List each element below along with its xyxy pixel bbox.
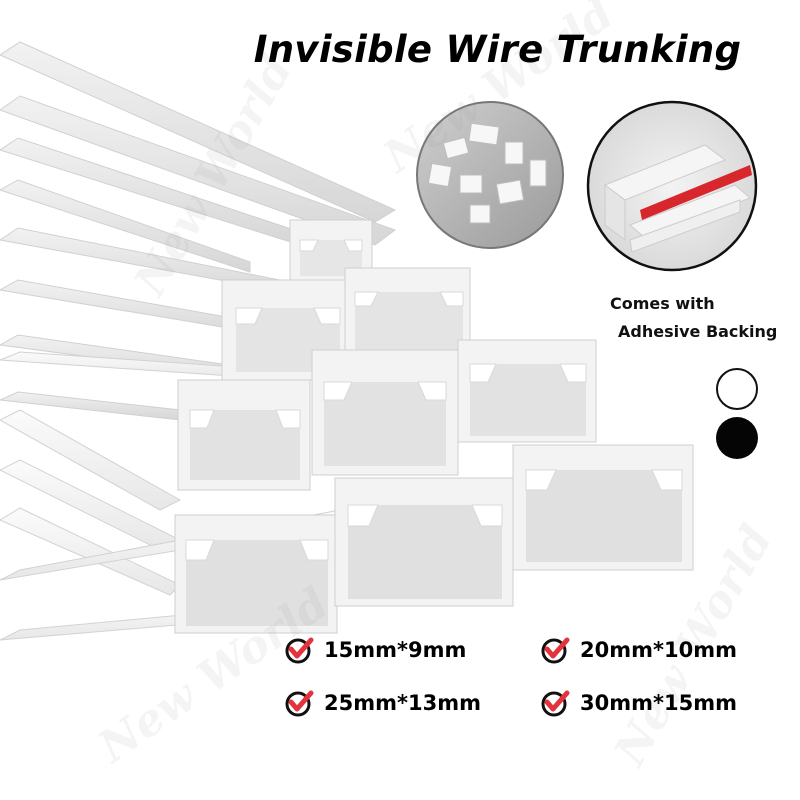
channel-profiles [174,219,694,634]
trunking-accessories-icon [416,101,564,249]
size-label: 30mm*15mm [580,691,737,715]
channel-end-4 [177,379,311,491]
size-option-1[interactable]: 15mm*9mm [284,634,466,666]
checkbox-check-icon [285,690,314,717]
size-label: 25mm*13mm [324,691,481,715]
feature-line-1: Comes with [610,294,715,313]
color-swatch-white[interactable] [716,368,758,410]
checkbox-check-icon [541,637,570,664]
color-swatch-black[interactable] [716,417,758,459]
size-option-4[interactable]: 30mm*15mm [540,687,737,719]
channel-end-9 [512,444,694,571]
checkbox-check-icon [285,637,314,664]
adhesive-feature-note: Comes with Adhesive Backing [596,290,796,346]
size-label: 15mm*9mm [324,638,467,662]
channel-end-6 [457,339,597,443]
size-option-2[interactable]: 20mm*10mm [540,634,737,666]
adhesive-tape-icon [586,100,758,272]
checkbox-check-icon [541,690,570,717]
page-title: Invisible Wire Trunking [253,28,742,71]
feature-line-2: Adhesive Backing [618,322,778,341]
channel-end-5 [311,349,459,476]
size-option-3[interactable]: 25mm*13mm [284,687,481,719]
channel-end-7 [174,514,338,634]
size-label: 20mm*10mm [580,638,737,662]
channel-end-2 [221,279,353,381]
channel-end-8 [334,477,514,607]
channel-end-3 [344,267,471,357]
